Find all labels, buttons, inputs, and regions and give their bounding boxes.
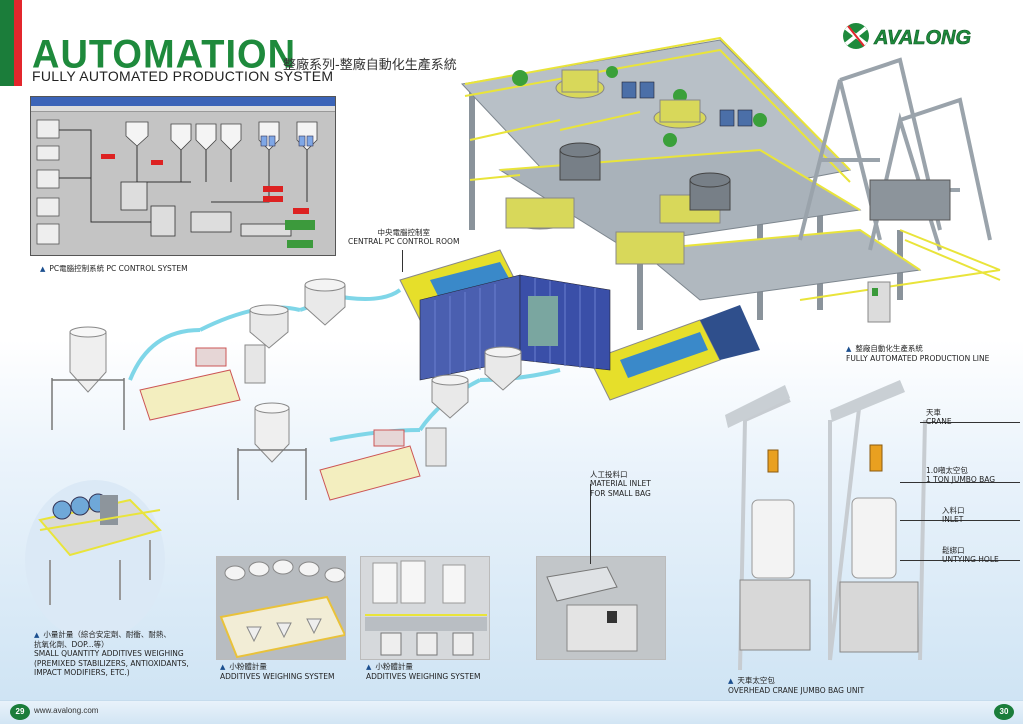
logo-wordmark: AVALONG (873, 27, 971, 49)
overhead-crane-caption-en: OVERHEAD CRANE JUMBO BAG UNIT (728, 685, 865, 695)
pc-window-menubar (31, 106, 335, 112)
material-inlet-caption-en2: FOR SMALL BAG (590, 488, 651, 498)
jumbo-bag-caption-cn: 1.0噸太空包 (926, 466, 968, 475)
additives-weighing-photo-2 (360, 556, 490, 660)
additives-caption-1-cn: 小粉體計量 (229, 662, 267, 671)
untying-hole-caption-en: UNTYING HOLE (942, 555, 999, 565)
silo-group-lower (237, 346, 522, 501)
small-quantity-caption-cn2: 抗氧化劑、DOP...等） (34, 639, 109, 649)
untying-hole-caption: 鬆綁口 UNTYING HOLE (942, 546, 999, 565)
small-quantity-caption-cn1: 小量計量（綜合安定劑、耐衝、耐熱、 (43, 630, 171, 639)
small-quantity-caption-en2: (PREMIXED STABILIZERS, ANTIOXIDANTS, (34, 658, 189, 668)
material-inlet-caption-cn: 人工投料口 (590, 470, 628, 479)
overhead-crane-caption-cn: 天車太空包 (737, 676, 775, 685)
page-number-right: 30 (994, 704, 1014, 720)
page-number-left: 29 (10, 704, 30, 720)
triangle-bullet-icon: ▲ (366, 663, 372, 671)
plant-illustration (25, 36, 1001, 671)
overhead-crane-caption: ▲天車太空包 OVERHEAD CRANE JUMBO BAG UNIT (728, 676, 864, 695)
inlet-caption: 入料口 INLET (942, 506, 965, 525)
material-inlet-caption: 人工投料口 MATERIAL INLET FOR SMALL BAG (590, 470, 651, 498)
jumbo-bag-caption: 1.0噸太空包 1 TON JUMBO BAG (926, 466, 995, 485)
brand-stripe-green (0, 0, 14, 86)
jumbo-bag-caption-en: 1 TON JUMBO BAG (926, 475, 996, 485)
material-inlet-leader-line (590, 484, 591, 564)
triangle-bullet-icon: ▲ (846, 345, 852, 353)
pc-control-screenshot (30, 96, 336, 256)
page-title-chinese: 整廠系列-整廠自動化生產系統 (283, 58, 457, 73)
additives-caption-1: ▲小粉體計量 ADDITIVES WEIGHING SYSTEM (220, 662, 334, 681)
page-title: AUTOMATION (32, 32, 297, 78)
page-footer (0, 700, 1023, 724)
inlet-leader-line (900, 520, 1020, 521)
material-inlet-photo (536, 556, 666, 660)
crane-caption: 天車 CRANE (926, 408, 952, 427)
small-quantity-caption-en1: SMALL QUANTITY ADDITIVES WEIGHING (34, 649, 184, 659)
small-quantity-weighing-render (25, 480, 165, 640)
production-line-caption: ▲整廠自動化生產系統 FULLY AUTOMATED PRODUCTION LI… (846, 344, 989, 363)
overhead-crane-jumbo-render (725, 380, 927, 671)
triangle-bullet-icon: ▲ (34, 631, 40, 639)
triangle-bullet-icon: ▲ (40, 265, 46, 273)
material-inlet-caption-en1: MATERIAL INLET (590, 479, 651, 489)
silo-group-upper (51, 278, 346, 430)
inlet-caption-en: INLET (942, 515, 964, 525)
additives-caption-2-cn: 小粉體計量 (375, 662, 413, 671)
additives-caption-1-en: ADDITIVES WEIGHING SYSTEM (220, 671, 335, 681)
crane-caption-cn: 天車 (926, 408, 941, 417)
triangle-bullet-icon: ▲ (728, 677, 734, 685)
inlet-caption-cn: 入料口 (942, 506, 965, 515)
page-subtitle: FULLY AUTOMATED PRODUCTION SYSTEM (32, 68, 334, 84)
website-url[interactable]: www.avalong.com (34, 706, 99, 715)
crane-caption-en: CRANE (926, 417, 952, 427)
central-control-room (419, 274, 611, 381)
production-line-caption-cn: 整廠自動化生產系統 (855, 344, 923, 353)
jumbo-leader-line (900, 482, 1020, 483)
untying-hole-caption-cn: 鬆綁口 (942, 546, 965, 555)
avalong-logo-icon: AVALONG (843, 23, 971, 49)
small-quantity-caption-en3: IMPACT MODIFIERS, ETC.) (34, 667, 130, 677)
additives-weighing-photo-1 (216, 556, 346, 660)
control-room-leader-line (402, 250, 403, 272)
crane-leader-line (920, 422, 1020, 423)
brand-stripe-red (14, 0, 22, 86)
additives-caption-2-en: ADDITIVES WEIGHING SYSTEM (366, 671, 481, 681)
untie-leader-line (900, 560, 1020, 561)
triangle-bullet-icon: ▲ (220, 663, 226, 671)
central-pc-caption-cn: 中央電腦控制室 (377, 228, 430, 237)
central-pc-caption: 中央電腦控制室 CENTRAL PC CONTROL ROOM (348, 228, 459, 247)
additives-caption-2: ▲小粉體計量 ADDITIVES WEIGHING SYSTEM (366, 662, 480, 681)
small-quantity-caption: ▲小量計量（綜合安定劑、耐衝、耐熱、 抗氧化劑、DOP...等） SMALL Q… (34, 630, 189, 677)
pc-process-diagram (31, 112, 335, 255)
production-line-caption-en: FULLY AUTOMATED PRODUCTION LINE (846, 353, 990, 363)
pc-control-caption: ▲PC電腦控制系統 PC CONTROL SYSTEM (40, 264, 188, 274)
central-pc-caption-en: CENTRAL PC CONTROL ROOM (348, 237, 460, 247)
pc-window-titlebar (31, 97, 335, 106)
pc-control-caption-text: PC電腦控制系統 PC CONTROL SYSTEM (49, 264, 188, 273)
